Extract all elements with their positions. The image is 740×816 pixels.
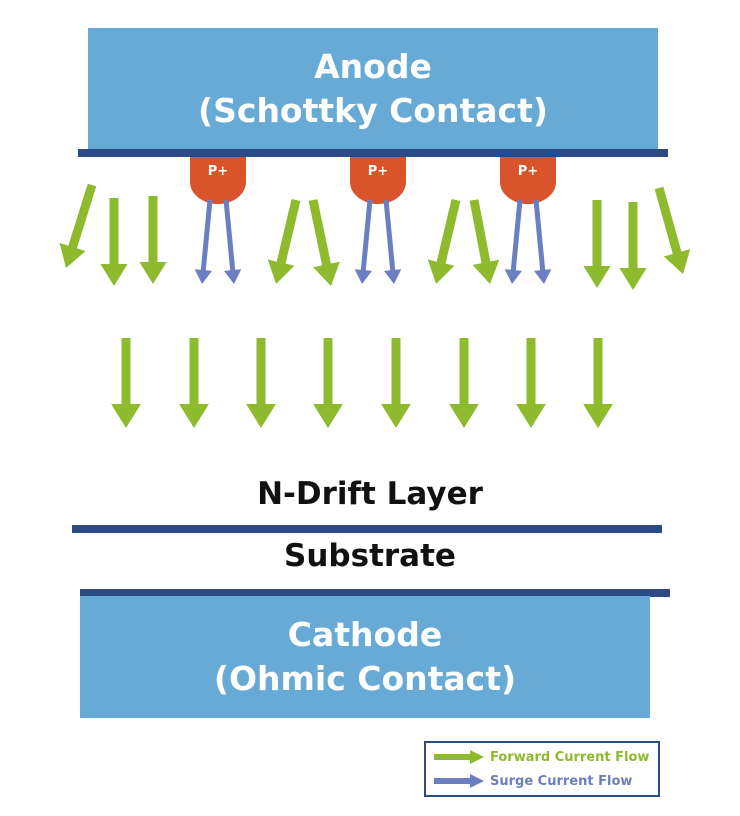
drift-substrate-boundary-line — [72, 525, 662, 533]
cathode-boundary-line — [80, 589, 670, 597]
forward-current-arrow — [654, 186, 691, 274]
substrate-label: Substrate — [284, 538, 456, 574]
surge-arrow-icon — [434, 774, 484, 788]
legend-forward-item: Forward Current Flow — [434, 747, 649, 767]
anode-block: Anode (Schottky Contact) — [88, 28, 658, 150]
forward-current-arrow — [179, 338, 209, 428]
legend-surge-label: Surge Current Flow — [490, 773, 633, 789]
forward-current-arrow — [59, 183, 97, 268]
forward-current-arrow — [246, 338, 276, 428]
legend-forward-label: Forward Current Flow — [490, 749, 650, 765]
p-plus-region: P+ — [350, 157, 406, 204]
p-plus-label: P+ — [518, 164, 538, 179]
anode-title: Anode — [314, 47, 432, 86]
forward-current-arrow — [313, 338, 343, 428]
forward-current-arrow — [469, 199, 500, 284]
p-plus-label: P+ — [368, 164, 388, 179]
cathode-subtitle: (Ohmic Contact) — [213, 659, 517, 698]
forward-current-arrow — [267, 199, 301, 284]
forward-current-arrow — [139, 196, 167, 284]
surge-current-arrow — [223, 199, 242, 284]
surge-current-arrow — [504, 199, 523, 284]
surge-current-arrow — [383, 199, 402, 284]
legend: Forward Current Flow Surge Current Flow — [424, 741, 660, 797]
p-plus-region: P+ — [500, 157, 556, 204]
cathode-block: Cathode (Ohmic Contact) — [80, 596, 650, 718]
p-plus-label: P+ — [208, 164, 228, 179]
surge-current-arrow — [354, 199, 373, 284]
forward-current-arrow — [100, 198, 128, 286]
n-drift-layer-label: N-Drift Layer — [257, 476, 483, 512]
forward-current-arrow — [381, 338, 411, 428]
forward-current-arrow — [111, 338, 141, 428]
forward-current-arrow — [583, 200, 611, 288]
forward-current-arrow — [308, 199, 340, 286]
legend-surge-item: Surge Current Flow — [434, 771, 632, 791]
forward-current-arrow — [516, 338, 546, 428]
anode-subtitle: (Schottky Contact) — [198, 91, 548, 130]
anode-boundary-line — [78, 149, 668, 157]
surge-current-arrow — [533, 199, 552, 284]
forward-current-arrow — [583, 338, 613, 428]
surge-current-arrow — [194, 199, 213, 284]
p-plus-region: P+ — [190, 157, 246, 204]
forward-arrow-icon — [434, 750, 484, 764]
current-flow-diagram: P+ P+ P+ — [59, 157, 691, 428]
cathode-title: Cathode — [287, 615, 443, 654]
forward-current-arrow — [449, 338, 479, 428]
forward-current-arrow — [619, 202, 647, 290]
forward-current-arrow — [427, 199, 461, 284]
